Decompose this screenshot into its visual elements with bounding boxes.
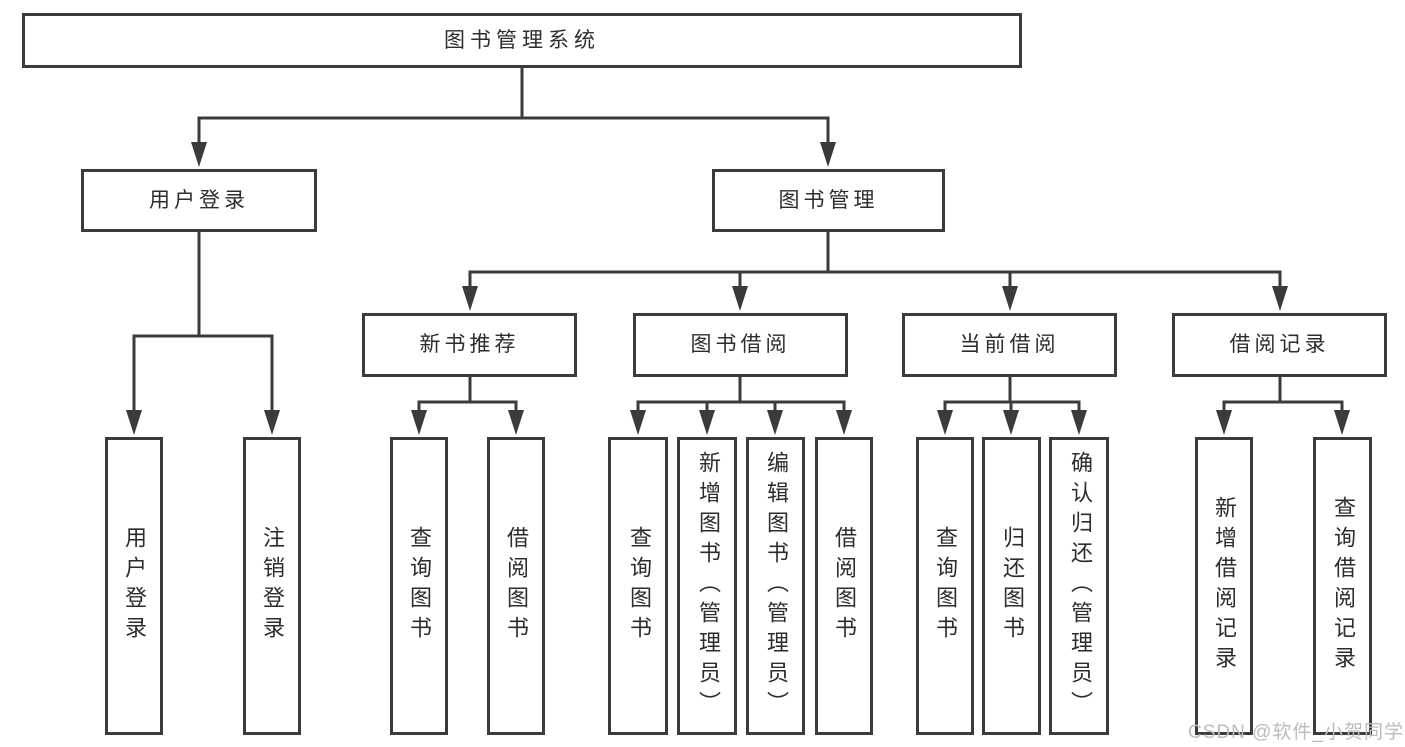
node-user-login: 用户登录 — [81, 169, 317, 232]
node-borrow-books: 借阅图书 — [815, 437, 873, 735]
node-new-book-recommendation: 新书推荐 — [362, 313, 577, 377]
node-add-borrow-record: 新增借阅记录 — [1195, 437, 1253, 735]
node-logout: 注销登录 — [243, 437, 301, 735]
node-query-books-current: 查询图书 — [916, 437, 974, 735]
watermark: CSDN @软件_小贺同学 — [1188, 722, 1404, 743]
node-borrow-books-recommend: 借阅图书 — [487, 437, 545, 735]
node-edit-books-admin: 编辑图书（管理员） — [746, 437, 805, 735]
node-current-borrowing: 当前借阅 — [902, 313, 1117, 377]
node-user-login-leaf: 用户登录 — [105, 437, 163, 735]
node-add-books-admin: 新增图书（管理员） — [677, 437, 737, 735]
arrowheads — [126, 142, 1350, 435]
node-return-books: 归还图书 — [982, 437, 1041, 735]
node-query-books-borrowing: 查询图书 — [608, 437, 668, 735]
node-query-books-recommend: 查询图书 — [390, 437, 448, 735]
node-confirm-return-admin: 确认归还（管理员） — [1049, 437, 1109, 735]
node-query-borrow-record: 查询借阅记录 — [1313, 437, 1372, 735]
node-book-management: 图书管理 — [712, 169, 945, 232]
node-root: 图书管理系统 — [22, 13, 1022, 68]
node-book-borrowing: 图书借阅 — [633, 313, 848, 377]
node-borrowing-records: 借阅记录 — [1172, 313, 1387, 377]
